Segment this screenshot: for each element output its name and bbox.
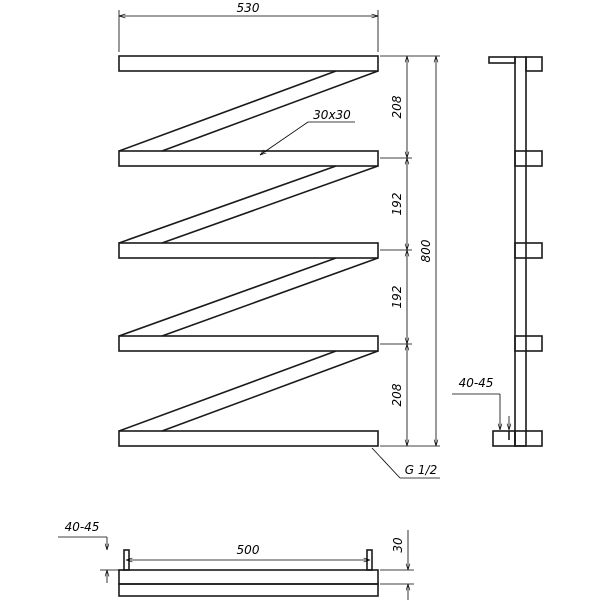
front-bar-2 — [118, 150, 379, 167]
side-top-bracket — [488, 56, 516, 64]
dim-spacing-3: 192 — [390, 286, 404, 309]
dim-width-top: 530 — [237, 1, 260, 15]
top-inner-bar — [118, 583, 379, 597]
dim-profile: 30x30 — [313, 108, 351, 122]
front-bar-3 — [118, 242, 379, 259]
dim-wall-offset-bottom: 40-45 — [65, 520, 100, 534]
front-bar-5 — [118, 430, 379, 447]
front-view — [118, 55, 379, 447]
dim-depth: 30 — [391, 537, 405, 553]
front-dimension-text: 530 208 192 192 208 800 30x30 G 1/2 — [237, 1, 438, 477]
dim-spacing-1: 208 — [390, 95, 404, 118]
side-stub-5 — [514, 430, 543, 447]
side-stub-4 — [514, 335, 543, 352]
side-dimension-lines — [452, 393, 509, 430]
front-dimension-lines — [118, 10, 440, 479]
front-diagonals — [118, 70, 379, 432]
dim-connection: G 1/2 — [405, 463, 437, 477]
side-stub-2 — [514, 150, 543, 167]
top-view — [118, 549, 379, 597]
side-stub-1 — [525, 56, 543, 72]
dim-spacing-4: 208 — [390, 383, 404, 406]
side-column — [514, 56, 527, 447]
front-bar-1 — [118, 55, 379, 72]
side-stub-3 — [514, 242, 543, 259]
front-bar-4 — [118, 335, 379, 352]
dim-wall-offset-side: 40-45 — [459, 376, 494, 390]
dim-spacing-2: 192 — [390, 193, 404, 216]
side-view — [488, 56, 543, 447]
top-dimension-lines — [58, 530, 414, 600]
dim-center-distance: 500 — [237, 543, 260, 557]
top-bar — [118, 569, 379, 585]
side-bottom-bracket — [492, 430, 516, 447]
dim-height-total: 800 — [419, 239, 433, 262]
